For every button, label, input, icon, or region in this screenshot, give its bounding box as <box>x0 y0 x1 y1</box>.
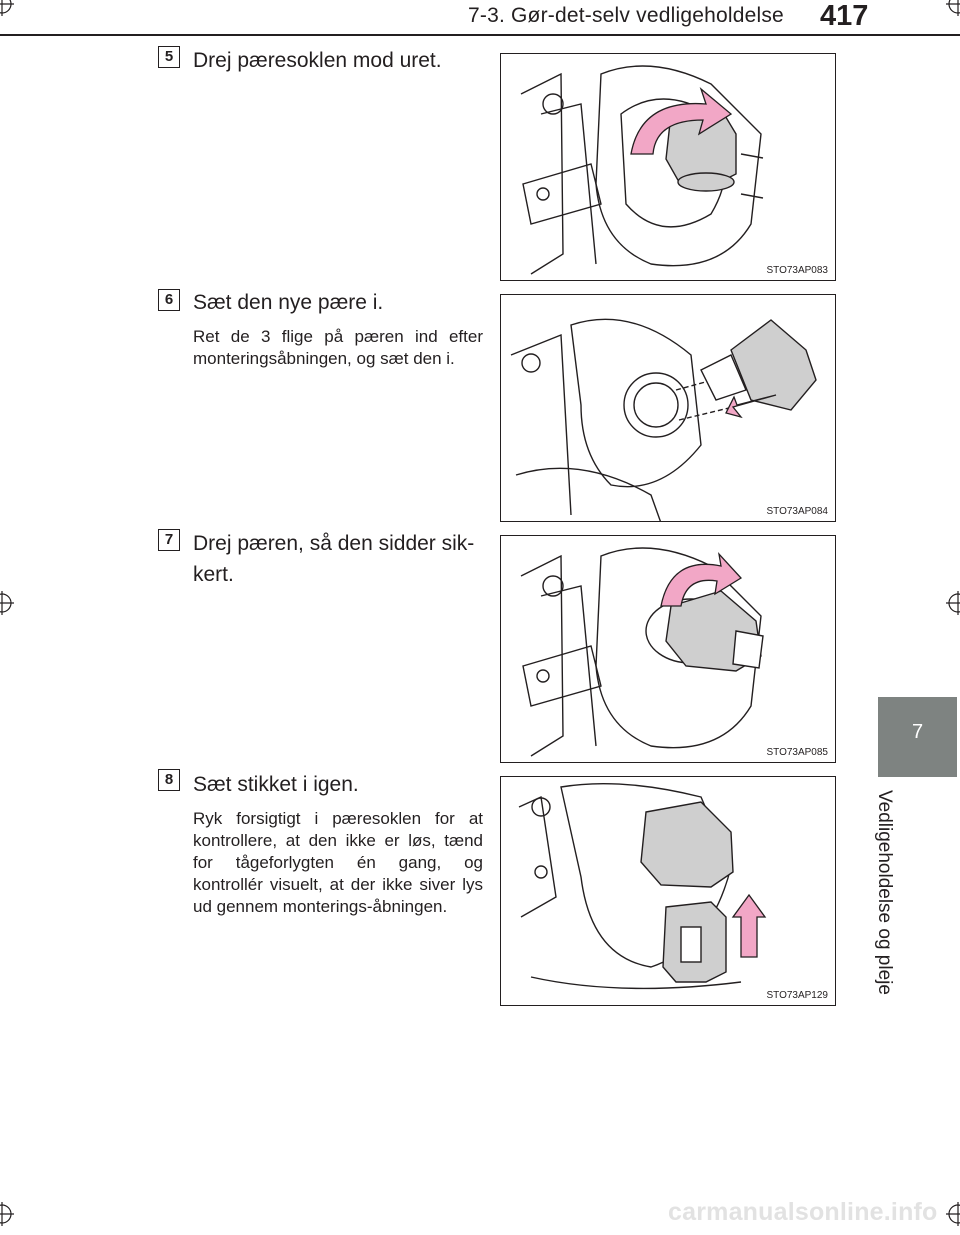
step-6-figure: STO73AP084 <box>500 294 836 522</box>
figure-code: STO73AP129 <box>765 990 829 1001</box>
step-marker-5: 5 <box>158 46 180 68</box>
push-up-arrow-icon <box>731 893 767 958</box>
step-8-title: Sæt stikket i igen. <box>193 773 359 796</box>
section-title: 7-3. Gør-det-selv vedligeholdelse <box>468 4 784 27</box>
figure-code: STO73AP084 <box>765 506 829 517</box>
chapter-number: 7 <box>911 721 924 743</box>
bulb-rotate-illustration <box>520 547 764 757</box>
watermark: carmanualsonline.info <box>668 1198 938 1226</box>
rotate-ccw-arrow-icon <box>630 87 733 155</box>
bulb-insert-illustration <box>510 318 817 521</box>
step-5-figure: STO73AP083 <box>500 53 836 281</box>
headlight-illustration <box>520 65 764 275</box>
step-marker-7: 7 <box>158 529 180 551</box>
step-6-body: Ret de 3 flige på pæren ind efter monter… <box>193 327 483 368</box>
rotate-cw-arrow-icon <box>660 551 743 607</box>
step-7-title: Drej pæren, så den sidder sik-kert. <box>193 532 475 586</box>
insert-arrow-icon <box>725 394 777 419</box>
step-8-body: Ryk forsigtigt i pæresoklen for at kontr… <box>193 809 483 916</box>
header-rule <box>0 34 960 36</box>
step-5-title: Drej pæresoklen mod uret. <box>193 49 442 72</box>
step-marker-6: 6 <box>158 289 180 311</box>
connector-illustration <box>518 782 767 990</box>
step-6-title: Sæt den nye pære i. <box>193 291 384 314</box>
step-7-figure: STO73AP085 <box>500 535 836 763</box>
page-number: 417 <box>820 0 869 32</box>
figure-code: STO73AP085 <box>765 747 829 758</box>
step-8-figure: STO73AP129 <box>500 776 836 1006</box>
figure-code: STO73AP083 <box>765 265 829 276</box>
step-marker-8: 8 <box>158 769 180 791</box>
chapter-tab: 7 <box>878 697 957 777</box>
